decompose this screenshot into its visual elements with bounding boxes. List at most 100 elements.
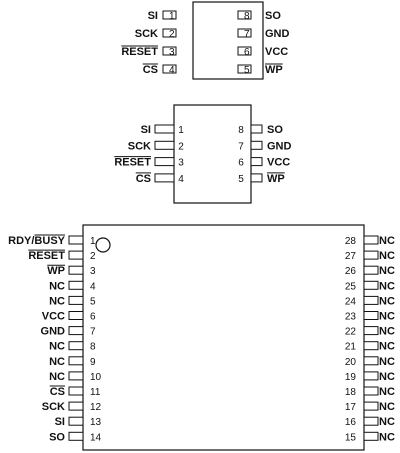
pin-label: CS <box>136 173 151 185</box>
pin-number: 7 <box>238 141 244 152</box>
pin-lead <box>237 28 252 38</box>
package-body <box>173 104 252 204</box>
pin-lead <box>68 326 84 336</box>
pin-lead <box>363 265 379 275</box>
pin-label: CS <box>50 386 65 398</box>
pin-lead <box>68 356 84 366</box>
pin-label: NC <box>379 265 395 277</box>
pin-lead <box>237 46 252 56</box>
pin-number: 15 <box>345 432 357 443</box>
pin-number: 5 <box>238 174 244 185</box>
pin-number: 8 <box>238 125 244 136</box>
pin-label: SCK <box>128 140 151 152</box>
pin-lead <box>363 386 379 396</box>
pin-number: 4 <box>90 281 96 292</box>
pin-lead <box>154 124 175 134</box>
pin-label: SO <box>265 10 281 22</box>
pin-lead <box>68 235 84 245</box>
pin-label: NC <box>49 371 65 383</box>
pin-label: CS <box>143 64 158 76</box>
pin-lead <box>363 431 379 441</box>
pin-lead <box>363 280 379 290</box>
pin-label: NC <box>379 371 395 383</box>
pin-label: NC <box>379 341 395 353</box>
pin-number: 10 <box>90 372 102 383</box>
pin-number: 1 <box>90 236 96 247</box>
pin-number: 3 <box>169 47 175 58</box>
pin-8: 8 SO <box>238 124 283 136</box>
pin-lead <box>68 431 84 441</box>
pin-label: VCC <box>265 46 288 58</box>
pin-lead <box>68 295 84 305</box>
pin-number: 2 <box>90 251 96 262</box>
pin-number: 24 <box>345 296 357 307</box>
pin-lead <box>68 250 84 260</box>
pin-label: WP <box>267 173 285 185</box>
package-body <box>192 1 264 80</box>
pin-number: 22 <box>345 327 357 338</box>
pin-label: VCC <box>267 157 290 169</box>
pin-label: WP <box>47 265 65 277</box>
pin-label: SI <box>141 124 151 136</box>
pin-label: NC <box>379 235 395 247</box>
pin-number: 6 <box>244 47 250 58</box>
pin-label: NC <box>379 326 395 338</box>
pin-7: 7 GND <box>238 140 291 152</box>
pin-number: 13 <box>90 417 102 428</box>
pin-number: 8 <box>244 11 250 22</box>
pin-label: RDY/BUSY <box>8 235 66 247</box>
pin-1: 1SI <box>148 10 177 22</box>
pin-number: 7 <box>90 327 96 338</box>
pin-label: NC <box>379 311 395 323</box>
pin-8: 8 SO <box>237 10 281 22</box>
pin-number: 7 <box>244 29 250 40</box>
pin-lead <box>68 265 84 275</box>
pin-label: SI <box>55 416 65 428</box>
pin-label: NC <box>49 341 65 353</box>
pin-label: SO <box>267 124 283 136</box>
pin-23: 23 NC <box>345 311 395 323</box>
pin-lead <box>250 124 263 134</box>
pin-lead <box>154 173 175 183</box>
pin-lead <box>68 401 84 411</box>
pin-lead <box>363 295 379 305</box>
pin-label: NC <box>49 356 65 368</box>
pin-label: GND <box>265 28 290 40</box>
pin-lead <box>162 10 177 20</box>
pin-number: 23 <box>345 312 357 323</box>
pin-label: NC <box>379 386 395 398</box>
pin-label: GND <box>267 140 292 152</box>
pin1-marker-icon <box>95 237 111 253</box>
pin-1: 1 RDY/BUSY <box>8 234 96 247</box>
pin-number: 9 <box>90 357 96 368</box>
pin-lead <box>363 356 379 366</box>
pin-number: 28 <box>345 236 357 247</box>
pin-lead <box>162 46 177 56</box>
pin-label: SCK <box>42 401 65 413</box>
pin-label: NC <box>379 295 395 307</box>
pin-number: 4 <box>178 174 184 185</box>
pin-lead <box>154 157 175 167</box>
pin-28: 28 NC <box>345 235 395 247</box>
pin-label: SI <box>148 10 158 22</box>
pin-number: 2 <box>178 141 184 152</box>
pin-6: 6 VCC <box>237 46 288 58</box>
package-body <box>82 224 365 451</box>
pin-lead <box>363 341 379 351</box>
pin-lead <box>162 64 177 74</box>
pin-24: 24 NC <box>345 295 395 307</box>
pin-10: 10 NC <box>49 371 101 383</box>
pin-lead <box>68 416 84 426</box>
